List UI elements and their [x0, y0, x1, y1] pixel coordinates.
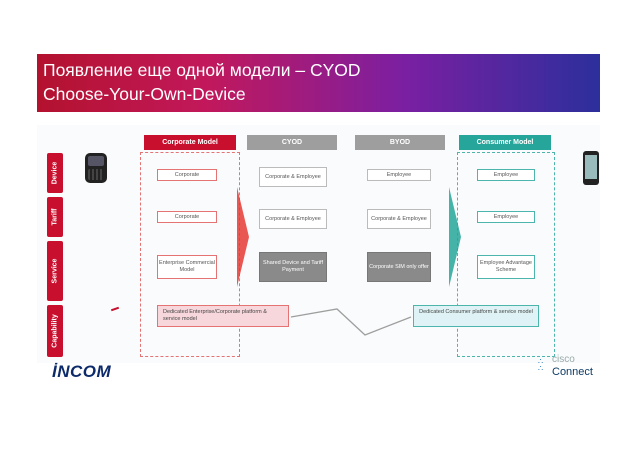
byod-service-cell: Corporate SIM only offer — [367, 252, 431, 282]
consumer-tariff-cell: Employee — [477, 211, 535, 223]
column-header-consumer: Consumer Model — [459, 135, 551, 150]
model-comparison-diagram: Device Tariff Service Capability Corpora… — [37, 125, 600, 363]
byod-device-cell: Employee — [367, 169, 431, 181]
small-dash-mark — [110, 306, 120, 312]
corporate-tariff-cell: Corporate — [157, 211, 217, 223]
column-header-byod: BYOD — [355, 135, 445, 150]
incom-logo: İNCOM — [52, 362, 112, 381]
cyod-tariff-cell: Corporate & Employee — [259, 209, 327, 229]
consumer-device-cell: Employee — [477, 169, 535, 181]
corporate-device-cell: Corporate — [157, 169, 217, 181]
cisco-logo-text: cisco — [552, 354, 575, 365]
column-header-corporate: Corporate Model — [144, 135, 236, 150]
cisco-dots-icon: ∴∴ — [538, 357, 544, 373]
lane-device: Device — [47, 153, 63, 193]
column-header-cyod: CYOD — [247, 135, 337, 150]
title-banner: Появление еще одной модели – CYOD Choose… — [37, 54, 600, 112]
cyod-service-cell: Shared Device and Tariff Payment — [259, 252, 327, 282]
arrow-right-teal-icon — [449, 187, 461, 287]
cisco-connect-logo: ∴∴ cisco Connect — [538, 354, 608, 384]
connect-logo-text: Connect — [552, 366, 593, 378]
corporate-platform-box: Dedicated Enterprise/Corporate platform … — [157, 305, 289, 327]
lane-service: Service — [47, 241, 63, 301]
capability-zigzag-line — [290, 308, 412, 336]
byod-tariff-cell: Corporate & Employee — [367, 209, 431, 229]
slide-title-line2: Choose-Your-Own-Device — [43, 84, 246, 104]
corporate-service-cell: Enterprise Commercial Model — [157, 255, 217, 279]
consumer-frame — [457, 152, 555, 357]
blackberry-phone-icon — [85, 153, 107, 183]
consumer-platform-box: Dedicated Consumer platform & service mo… — [413, 305, 539, 327]
consumer-service-cell: Employee Advantage Scheme — [477, 255, 535, 279]
iphone-icon — [583, 151, 599, 185]
arrow-right-red-icon — [237, 187, 249, 287]
lane-tariff: Tariff — [47, 197, 63, 237]
lane-capability: Capability — [47, 305, 63, 357]
slide-title-line1: Появление еще одной модели – CYOD — [43, 60, 361, 80]
cyod-device-cell: Corporate & Employee — [259, 167, 327, 187]
